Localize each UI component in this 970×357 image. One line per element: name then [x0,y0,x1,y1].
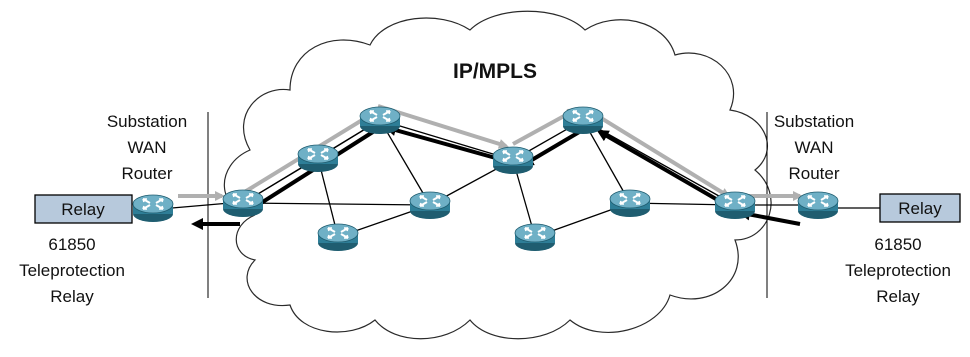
left-relay-caption-line1: 61850 [48,235,95,254]
right-relay-box [879,193,961,223]
left-relay-label: Relay [61,200,105,219]
right-relay-label: Relay [898,199,942,218]
left-router-label-line2: WAN [127,138,166,157]
left-relay-caption-line2: Teleprotection [19,261,125,280]
router-icon [297,144,339,173]
right-router-label-line3: Router [788,164,839,183]
router-icon [132,194,174,223]
cloud-label: IP/MPLS [453,60,537,83]
router-icon [714,191,756,220]
right-relay-caption-line1: 61850 [874,235,921,254]
left-router-label-line1: Substation [107,112,187,131]
ip-mpls-cloud [223,10,772,340]
router-icon [222,189,264,218]
router-icon [797,191,839,220]
left-relay-caption-line3: Relay [50,287,94,306]
left-relay-box [34,194,133,224]
router-icon [514,223,556,252]
router-icon [492,146,534,175]
router-icon [359,106,401,135]
right-relay-caption-line3: Relay [876,287,920,306]
left-router-label-line3: Router [121,164,172,183]
right-router-label-line2: WAN [794,138,833,157]
router-icon [409,191,451,220]
router-icon [317,223,359,252]
right-relay-caption-line2: Teleprotection [845,261,951,280]
right-router-label-line1: Substation [774,112,854,131]
router-icon [562,106,604,135]
router-icon [609,189,651,218]
